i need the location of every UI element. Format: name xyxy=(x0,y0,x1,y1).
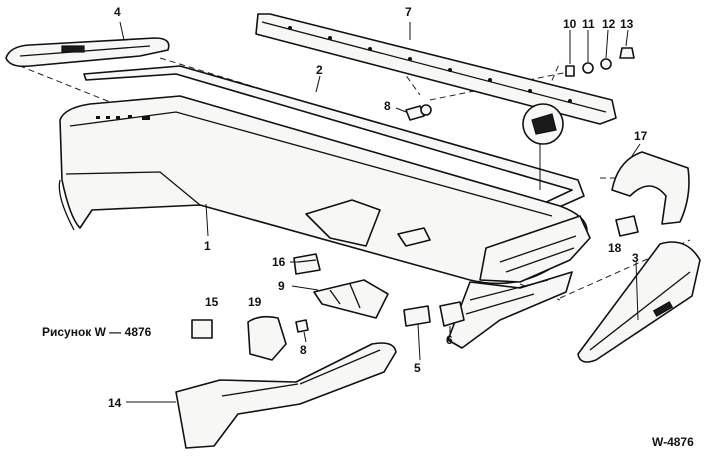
callout-15: 15 xyxy=(205,295,219,309)
callout-7: 7 xyxy=(405,5,412,19)
callout-1: 1 xyxy=(204,239,211,253)
part-19-bracket xyxy=(247,315,287,361)
part-17-bracket xyxy=(611,151,690,225)
part-9-plate xyxy=(313,279,389,319)
part-18-clip xyxy=(615,215,639,237)
callout-2: 2 xyxy=(316,63,323,77)
callout-8-lower: 8 xyxy=(300,343,307,357)
figure-reference: W-4876 xyxy=(652,435,694,449)
callout-13: 13 xyxy=(620,17,634,31)
callout-4: 4 xyxy=(114,5,121,19)
callout-19: 19 xyxy=(248,295,262,309)
part-4-side-trim xyxy=(5,37,170,68)
callout-6: 6 xyxy=(446,333,453,347)
callout-11: 11 xyxy=(582,17,595,31)
part-1-bumper-shell xyxy=(58,95,591,285)
callout-3: 3 xyxy=(632,251,639,265)
callout-10: 10 xyxy=(563,17,577,31)
part-6-corner-piece xyxy=(447,271,573,349)
callout-5: 5 xyxy=(414,361,421,375)
callout-16: 16 xyxy=(272,255,286,269)
figure-caption: Рисунок W — 4876 xyxy=(42,325,152,339)
part-16-clip xyxy=(293,253,321,275)
part-3-side-trim xyxy=(577,241,701,363)
callout-8-upper: 8 xyxy=(384,99,391,113)
part-6-clip xyxy=(439,301,465,327)
fasteners-10-13 xyxy=(565,47,635,77)
part-8-bolt-upper xyxy=(405,104,432,121)
callout-17: 17 xyxy=(634,129,648,143)
callout-numbers: 4 7 10 11 12 13 2 8 17 1 18 3 16 9 15 19… xyxy=(108,5,648,410)
callout-9: 9 xyxy=(278,279,285,293)
part-14-mud-flap xyxy=(175,342,397,449)
clip-detail xyxy=(522,103,564,145)
callout-14: 14 xyxy=(108,396,122,410)
leader-lines xyxy=(119,21,641,403)
part-7-reinforcement-strip xyxy=(255,13,617,125)
part-15-clip xyxy=(191,319,213,339)
part-5-clip xyxy=(403,305,431,327)
part-8-bolt-lower xyxy=(295,319,309,333)
callout-18: 18 xyxy=(608,241,622,255)
callout-12: 12 xyxy=(602,17,616,31)
